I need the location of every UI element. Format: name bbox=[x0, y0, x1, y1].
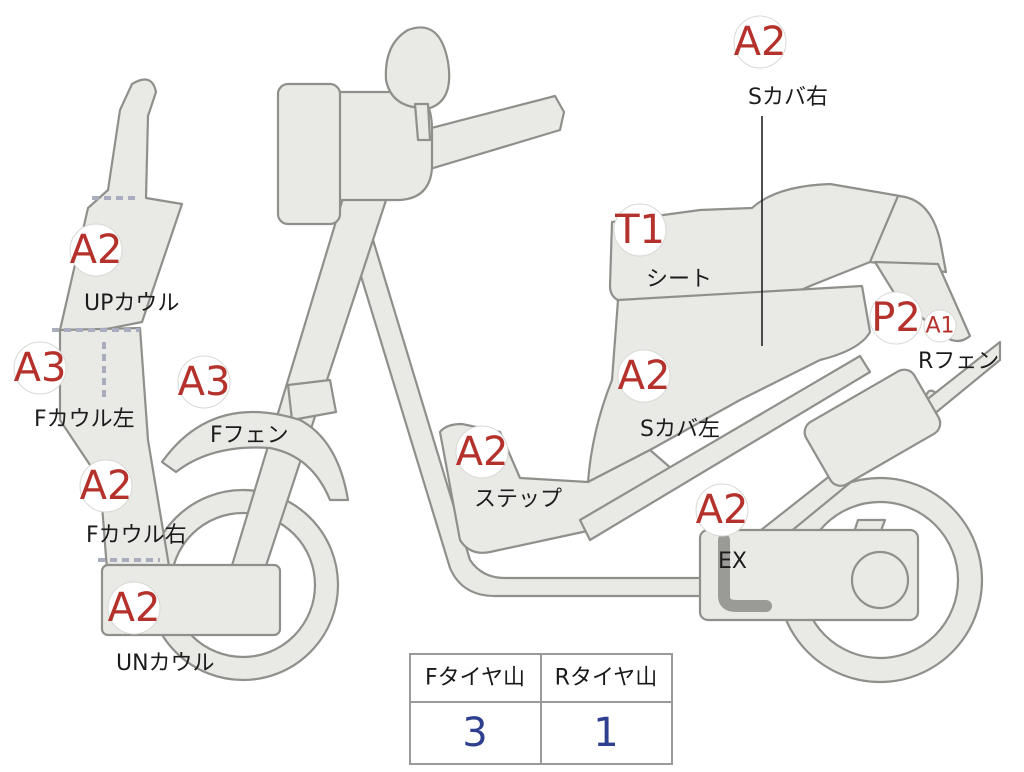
badge-secondary: A1 bbox=[923, 309, 957, 343]
badge-label: UPカウル bbox=[84, 291, 179, 316]
badge-circle bbox=[613, 203, 667, 257]
badge-circle bbox=[455, 425, 509, 479]
badge-circle bbox=[869, 291, 923, 345]
rear-hub bbox=[850, 550, 910, 610]
badge-circle bbox=[79, 459, 133, 513]
rear-bar bbox=[578, 354, 872, 542]
badge-circle bbox=[13, 341, 67, 395]
badge-code: A2 bbox=[696, 487, 749, 533]
badge-label: Sカバ左 bbox=[640, 417, 720, 442]
badge-step: A2 ステップ bbox=[455, 425, 562, 512]
badge-code: A3 bbox=[178, 359, 231, 405]
tail-cowl bbox=[868, 194, 948, 274]
badge-label: ステップ bbox=[474, 487, 562, 512]
badge-f-cowl-right: A2 Fカウル右 bbox=[79, 459, 187, 548]
badge-code: A3 bbox=[14, 345, 67, 391]
badge-label: Fカウル右 bbox=[86, 523, 187, 548]
badge-label: EX bbox=[718, 549, 747, 574]
fork-collar bbox=[286, 378, 338, 422]
badge-circle bbox=[733, 15, 787, 69]
badge-r-fender: P2 A1 Rフェン bbox=[869, 291, 999, 374]
headlight bbox=[276, 82, 342, 226]
badge-seat: T1 シート bbox=[613, 203, 712, 292]
scooter-silhouette bbox=[52, 26, 1002, 684]
badge-label: Sカバ右 bbox=[748, 85, 828, 110]
badge-f-fender: A3 Fフェン bbox=[177, 355, 289, 448]
badge-label: Rフェン bbox=[918, 349, 999, 374]
badge-un-cowl: A2 UNカウル bbox=[107, 581, 215, 676]
badge-label: Fフェン bbox=[210, 423, 289, 448]
badge-label: UNカウル bbox=[116, 651, 215, 676]
rear-tire-value: 1 bbox=[593, 710, 618, 756]
badge-exhaust: A2 EX bbox=[695, 483, 749, 574]
badge-f-cowl-left: A3 Fカウル左 bbox=[13, 341, 135, 432]
tire-tread-table: Fタイヤ山 Rタイヤ山 3 1 bbox=[409, 653, 673, 765]
frame-tube bbox=[348, 228, 1002, 598]
front-tire-value: 3 bbox=[462, 710, 487, 756]
front-tire-header: Fタイヤ山 bbox=[425, 666, 525, 691]
badge-up-cowl: A2 UPカウル bbox=[69, 223, 179, 316]
badge-label: シート bbox=[646, 267, 712, 292]
exhaust-pipe bbox=[718, 534, 772, 612]
badge-code-secondary: A1 bbox=[925, 314, 954, 339]
badge-code: A2 bbox=[618, 353, 671, 399]
badge-circle bbox=[107, 581, 161, 635]
badge-code: A2 bbox=[456, 429, 509, 475]
badge-code: A2 bbox=[70, 227, 123, 273]
badge-circle-small bbox=[923, 309, 957, 343]
rear-tire-header: Rタイヤ山 bbox=[555, 666, 658, 691]
mirror-stem bbox=[413, 102, 432, 142]
badge-circle bbox=[177, 355, 231, 409]
badge-label: Fカウル左 bbox=[34, 407, 135, 432]
badge-circle bbox=[69, 223, 123, 277]
badge-code: P2 bbox=[871, 295, 921, 341]
front-fender bbox=[160, 410, 350, 502]
badge-s-cover-right: A2 Sカバ右 bbox=[733, 15, 828, 110]
badge-s-cover-left: A2 Sカバ左 bbox=[617, 349, 720, 442]
badge-code: T1 bbox=[614, 207, 665, 253]
badge-code: A2 bbox=[80, 463, 133, 509]
mirror bbox=[384, 26, 451, 110]
badge-code: A2 bbox=[108, 585, 161, 631]
badge-circle bbox=[695, 483, 749, 537]
muffler bbox=[803, 368, 942, 487]
badge-circle bbox=[617, 349, 671, 403]
badge-code: A2 bbox=[734, 19, 787, 65]
